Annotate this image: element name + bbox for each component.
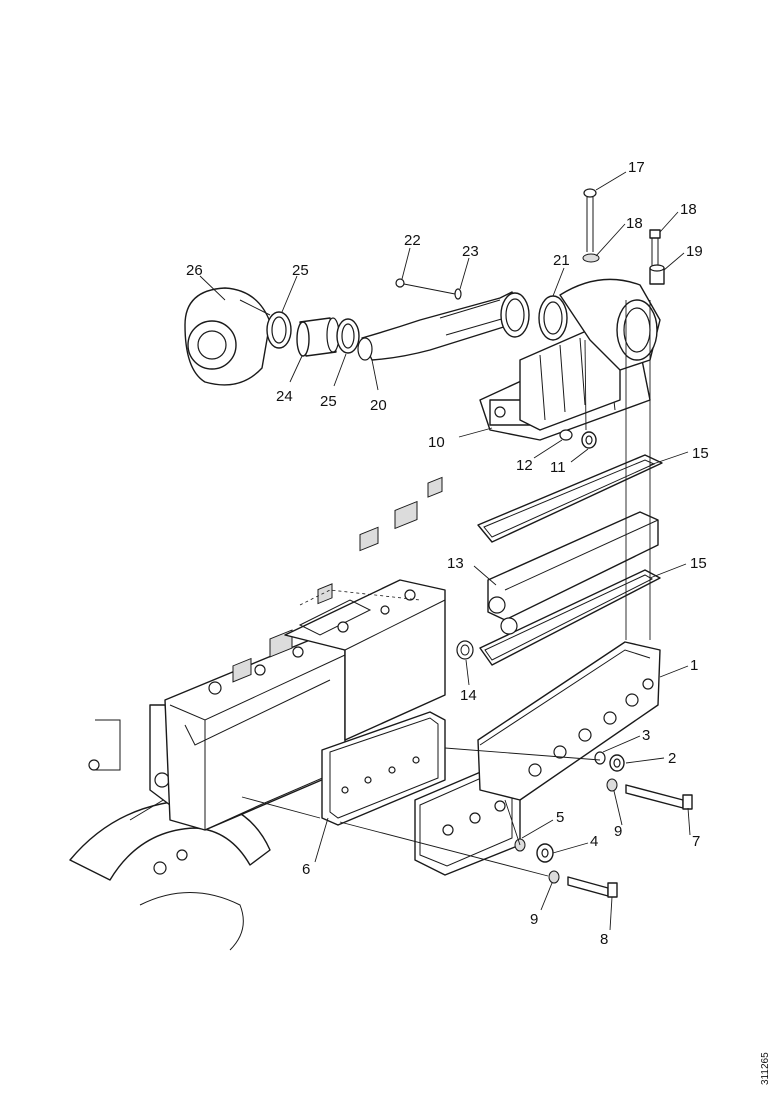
callout-13: 13	[447, 555, 464, 572]
clamp-ring-part-25-left	[266, 311, 292, 349]
washer-part-23	[454, 288, 462, 300]
housing-part-10	[479, 324, 651, 441]
nut-part-2	[609, 754, 625, 772]
callout-7: 7	[692, 833, 700, 850]
callout-9-right: 9	[614, 823, 622, 840]
callout-1: 1	[690, 657, 698, 674]
callout-2: 2	[668, 750, 676, 767]
callout-3: 3	[642, 727, 650, 744]
washer-part-9-left	[548, 870, 560, 884]
callout-14: 14	[460, 687, 477, 704]
exhaust-pipe-part-20	[357, 278, 661, 371]
callout-24: 24	[276, 388, 293, 405]
callout-11: 11	[550, 459, 566, 476]
assembly-lines	[241, 300, 651, 877]
callout-25-bottom: 25	[320, 393, 337, 410]
callout-15-bottom: 15	[690, 555, 707, 572]
gasket-part-21	[538, 295, 568, 341]
bolt-part-8	[567, 876, 618, 898]
bolt-part-18-right	[649, 229, 661, 270]
washer-part-12	[559, 429, 573, 441]
callout-8: 8	[600, 931, 608, 948]
gasket-part-15-lower	[479, 569, 661, 666]
seal-part-14	[456, 640, 474, 660]
callouts: 17 18 18 19 22 23 21 26 25 24 25 20 10 1…	[186, 159, 709, 948]
callout-9-left: 9	[530, 911, 538, 928]
callout-15-top: 15	[692, 445, 709, 462]
manifold-gasket-part-6	[321, 711, 446, 826]
callout-12: 12	[516, 457, 533, 474]
callout-23: 23	[462, 243, 479, 260]
leader-lines	[199, 171, 691, 931]
nut-part-11	[581, 431, 597, 449]
callout-18-right: 18	[680, 201, 697, 218]
bolt-part-7	[625, 784, 693, 810]
clamp-ring-part-25-right	[336, 318, 360, 354]
turbocharger-part-26	[184, 287, 271, 386]
document-id: 311265	[760, 1052, 771, 1085]
callout-6: 6	[302, 861, 310, 878]
bolt-part-17	[583, 188, 597, 252]
callout-5: 5	[556, 809, 564, 826]
nut-part-4	[536, 843, 554, 863]
callout-21: 21	[553, 252, 570, 269]
callout-18-left: 18	[626, 215, 643, 232]
sleeve-part-24	[296, 317, 340, 357]
callout-19: 19	[686, 243, 703, 260]
manifold-section-part-13	[487, 511, 659, 635]
callout-25-top: 25	[292, 262, 309, 279]
washer-part-9-right	[606, 778, 618, 792]
callout-20: 20	[370, 397, 387, 414]
callout-17: 17	[628, 159, 645, 176]
bolt-part-22	[395, 278, 456, 295]
washer-part-3	[594, 751, 606, 765]
callout-22: 22	[404, 232, 421, 249]
spacer-part-19	[649, 264, 665, 285]
engine-block	[69, 476, 446, 951]
washer-part-18-left	[582, 253, 600, 263]
callout-26: 26	[186, 262, 203, 279]
callout-4: 4	[590, 833, 598, 850]
callout-10: 10	[428, 434, 445, 451]
